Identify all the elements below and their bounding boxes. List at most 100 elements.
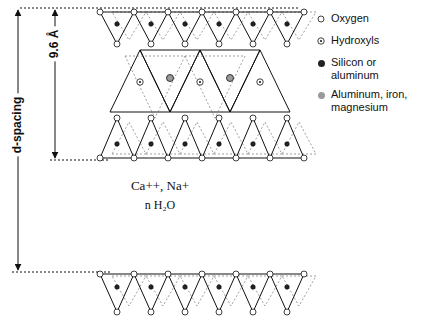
oxygen-atom (199, 155, 205, 161)
tetrahedron (230, 50, 290, 112)
oxygen-atom (182, 309, 188, 315)
back-tetrahedron (248, 276, 282, 306)
oxygen-atom (199, 271, 205, 277)
silicon-atom (149, 285, 153, 289)
silicon-atom (285, 142, 289, 146)
oxygen-atom (131, 155, 137, 161)
oxygen-atom (131, 271, 137, 277)
oxygen-atom (165, 271, 171, 277)
dotted-guide (20, 8, 300, 9)
back-tetrahedron (180, 122, 214, 154)
oxygen-atom (148, 115, 154, 121)
silicon-atom (115, 22, 119, 26)
oxygen-atom (250, 309, 256, 315)
oxygen-atom (114, 309, 120, 315)
silicon-atom (217, 142, 221, 146)
silicon-atom (251, 22, 255, 26)
back-tetrahedron (112, 276, 146, 306)
hydroxyl-group (137, 79, 143, 85)
hydroxyl-dot (199, 81, 201, 83)
back-tetrahedron (185, 56, 245, 118)
silicon-atom (285, 22, 289, 26)
tetrahedron (168, 118, 202, 158)
silicon-atom (183, 142, 187, 146)
tetrahedron (236, 12, 270, 44)
oxygen-atom (148, 309, 154, 315)
oxygen-atom (182, 115, 188, 121)
tetrahedron (202, 274, 236, 312)
silicon-atom (251, 142, 255, 146)
oxygen-atom (318, 16, 324, 22)
silicon-atom (251, 285, 255, 289)
oxygen-atom (301, 9, 307, 15)
tetrahedron (134, 118, 168, 158)
oxygen-atom (233, 9, 239, 15)
oxygen-atom (148, 41, 154, 47)
oxygen-atom (267, 271, 273, 277)
silicon-atom (217, 285, 221, 289)
tetrahedron (100, 274, 134, 312)
oxygen-atom (165, 9, 171, 15)
legend-text: Aluminum, iron, magnesium (331, 88, 417, 114)
hydroxyl-group (257, 79, 263, 85)
oxygen-atom (114, 41, 120, 47)
tetrahedron (100, 118, 134, 158)
tetrahedron (236, 118, 270, 158)
tetrahedron (270, 118, 304, 158)
oxygen-atom (284, 41, 290, 47)
back-tetrahedron (146, 276, 180, 306)
oxygen-atom (216, 115, 222, 121)
tetrahedron (200, 50, 260, 112)
legend-text: Silicon or aluminum (331, 56, 417, 82)
tetrahedron (170, 50, 230, 112)
interlayer-cation-label: Ca++, Na+ (131, 179, 189, 194)
oxygen-atom (267, 9, 273, 15)
silicon-atom (149, 142, 153, 146)
silicon-atom (115, 285, 119, 289)
back-tetrahedron (282, 122, 316, 154)
back-tetrahedron (248, 122, 282, 154)
oxygen-atom (97, 9, 103, 15)
silicon-atom (115, 142, 119, 146)
legend-text: Oxygen (331, 12, 417, 25)
oxygen-atom (301, 271, 307, 277)
oxygen-atom (233, 155, 239, 161)
oxygen-atom (250, 115, 256, 121)
back-tetrahedron (146, 122, 180, 154)
tetrahedron (110, 50, 170, 112)
silicon-atom (183, 22, 187, 26)
oxygen-atom (114, 115, 120, 121)
dotted-guide (12, 272, 110, 273)
octahedral-cation (227, 75, 234, 82)
hydroxyl-dot (259, 81, 261, 83)
oxygen-atom (216, 41, 222, 47)
oxygen-atom (131, 9, 137, 15)
back-tetrahedron (112, 122, 146, 154)
tetrahedron (100, 12, 134, 44)
oxygen-atom (233, 271, 239, 277)
d-spacing-label: d-spacing (10, 94, 26, 157)
tetrahedron (202, 12, 236, 44)
legend-swatch (318, 60, 325, 67)
legend-swatch (318, 92, 325, 99)
hydroxyl-dot (320, 40, 322, 42)
silicon-atom (217, 22, 221, 26)
oxygen-atom (284, 115, 290, 121)
oxygen-atom (284, 309, 290, 315)
oxygen-atom (216, 309, 222, 315)
tetrahedron (168, 274, 202, 312)
back-tetrahedron (125, 56, 185, 118)
oxygen-atom (97, 271, 103, 277)
hydroxyl-group (197, 79, 203, 85)
water-label: n H₂O (145, 199, 176, 213)
oxygen-atom (182, 41, 188, 47)
legend-text: Hydroxyls (331, 34, 417, 47)
tetrahedron (236, 274, 270, 312)
tetrahedron (168, 12, 202, 44)
octahedral-cation (167, 75, 174, 82)
oxygen-atom (267, 155, 273, 161)
oxygen-atom (250, 41, 256, 47)
hydroxyl-dot (139, 81, 141, 83)
back-tetrahedron (214, 276, 248, 306)
